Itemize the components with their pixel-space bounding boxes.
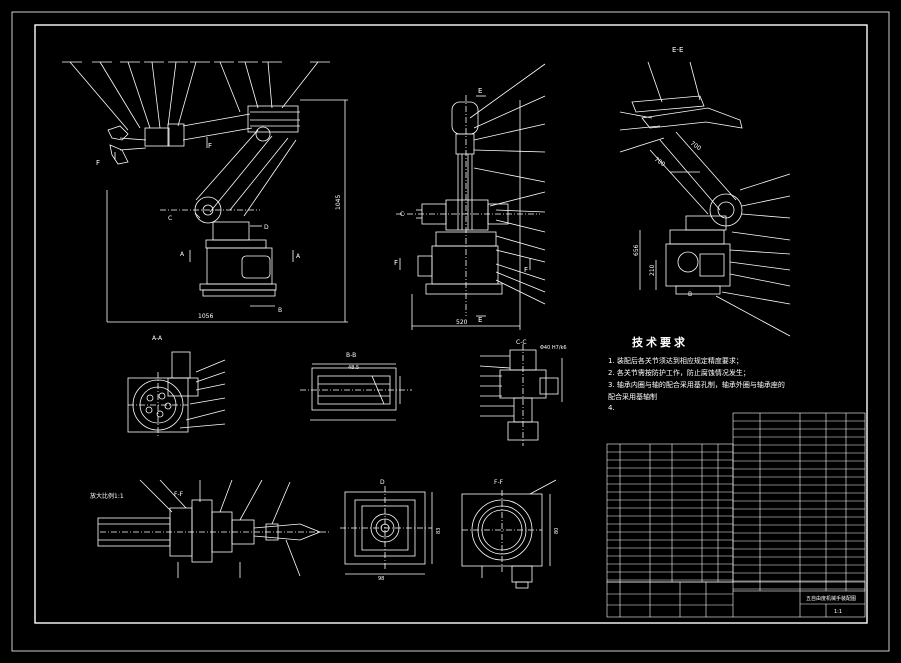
dim-side-width: 520 xyxy=(456,319,468,326)
front-view-robot-arm xyxy=(62,61,348,323)
section-bb-view xyxy=(300,363,412,421)
dim-ee-h2: 210 xyxy=(649,264,656,276)
outer-frame xyxy=(11,11,890,652)
view-d-base-plate xyxy=(340,486,433,575)
inner-frame xyxy=(34,24,868,624)
front-mark-a1: A xyxy=(180,251,185,258)
title-view-d: D xyxy=(380,479,385,486)
side-view-robot-arm xyxy=(396,63,546,330)
detail-scale-label: 放大比例1:1 xyxy=(90,492,124,500)
front-mark-f1: F xyxy=(96,159,100,167)
dim-ee-len1: 700 xyxy=(653,156,667,168)
dim-ee-h1: 656 xyxy=(633,244,640,256)
tech-note-line: 3. 轴承内圈与轴的配合采用基孔制，轴承外圈与轴承座的 xyxy=(608,381,785,389)
front-mark-f2: F xyxy=(208,142,212,150)
side-mark-e1: E xyxy=(478,87,482,95)
detail-gripper-view xyxy=(97,479,330,578)
title-block-scale: 1:1 xyxy=(834,609,842,615)
title-section-cc: C-C xyxy=(516,339,527,346)
dim-cc-fit: Φ40 H7/k6 xyxy=(540,345,567,351)
title-block-name: 五自由度机械手装配图 xyxy=(806,595,856,602)
dim-bb-len: 48.5 xyxy=(348,365,359,371)
side-mark-f2: F xyxy=(524,266,528,274)
front-mark-b: B xyxy=(278,307,282,314)
tech-note-line: 4. xyxy=(608,404,615,412)
side-mark-f1: F xyxy=(394,259,398,267)
front-mark-d: D xyxy=(264,224,269,231)
title-section-ff-right: F-F xyxy=(494,479,504,486)
dim-front-width: 1056 xyxy=(198,313,213,320)
parts-list-rows xyxy=(607,420,865,590)
front-mark-a2: A xyxy=(296,253,301,260)
section-cc-view xyxy=(479,344,563,446)
front-mark-c1: C xyxy=(168,215,172,222)
section-aa-view xyxy=(127,351,226,438)
dim-d-height: 83 xyxy=(436,528,442,534)
tech-note-line: 2. 各关节需按防护工作，防止腐蚀情况发生； xyxy=(608,369,750,377)
dim-d-width: 98 xyxy=(378,576,384,582)
parts-list-table xyxy=(606,412,866,618)
dim-ff-height: 80 xyxy=(554,528,560,534)
section-ee-view xyxy=(619,61,791,337)
tech-note-line: 1. 装配后各关节须达到相应规定精度要求； xyxy=(608,357,743,365)
tech-note-line: 配合采用基轴制 xyxy=(608,393,657,401)
dim-front-height: 1045 xyxy=(335,195,342,210)
title-section-ee: E-E xyxy=(672,46,683,54)
tech-requirements-title: 技术要求 xyxy=(632,336,688,349)
dim-ee-len2: 700 xyxy=(689,140,703,152)
section-ff-view xyxy=(461,479,557,589)
side-mark-e2: E xyxy=(478,316,482,324)
side-mark-c: C xyxy=(400,211,404,218)
title-section-bb: B-B xyxy=(346,352,356,359)
title-section-ff-left: F-F xyxy=(174,491,184,498)
title-section-aa: A-A xyxy=(152,335,163,342)
ee-mark-b: B xyxy=(688,291,692,298)
